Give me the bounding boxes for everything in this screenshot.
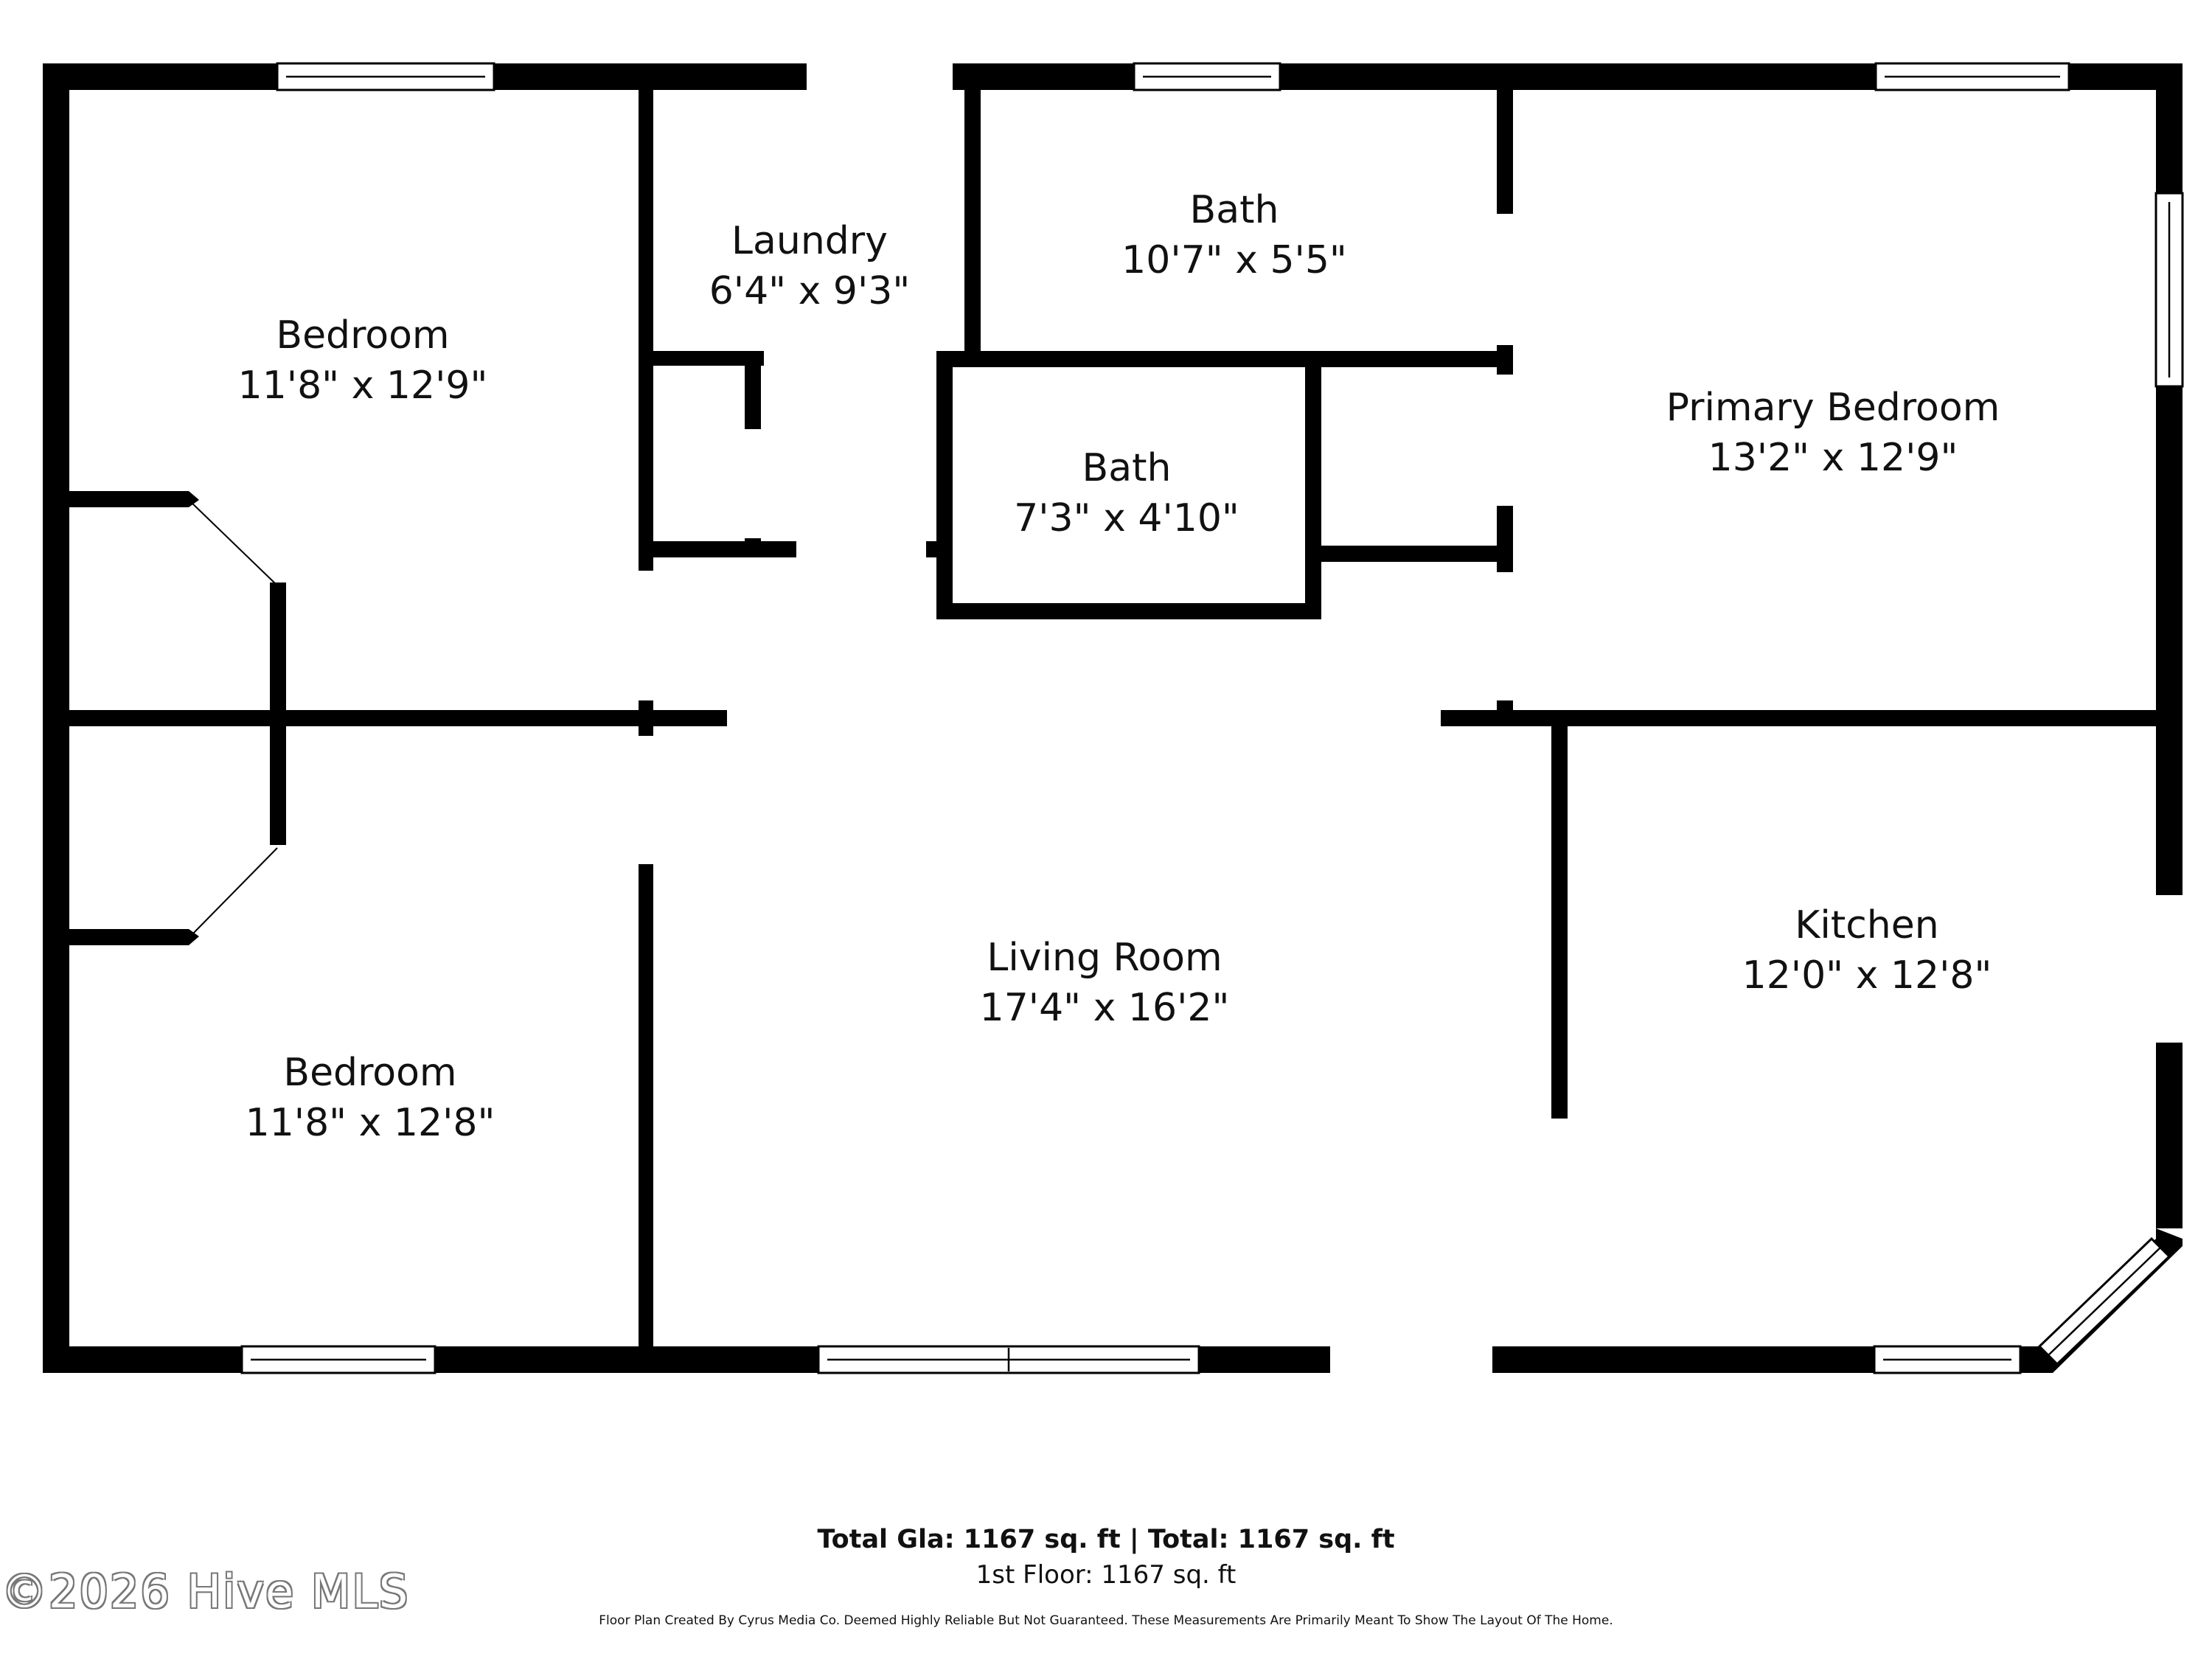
room-kitchen: Kitchen 12'0" x 12'8" (1742, 903, 1992, 998)
room-name: Bedroom (283, 1051, 456, 1095)
kitchen-side-opening (2156, 895, 2183, 1043)
area-totals: Total Gla: 1167 sq. ft | Total: 1167 sq.… (817, 1525, 1395, 1554)
window-bottom-living (817, 1345, 1200, 1374)
room-size: 11'8" x 12'9" (238, 364, 488, 408)
room-size: 6'4" x 9'3" (709, 269, 911, 313)
window-angled-kitchen (2037, 1237, 2171, 1366)
room-name: Bath (1082, 446, 1172, 490)
window-bottom-left (240, 1345, 437, 1374)
room-size: 13'2" x 12'9" (1708, 436, 1958, 480)
disclaimer: Floor Plan Created By Cyrus Media Co. De… (599, 1613, 1613, 1628)
room-bedroom-top: Bedroom 11'8" x 12'9" (238, 313, 488, 408)
room-size: 11'8" x 12'8" (246, 1101, 495, 1145)
closet-doors (189, 491, 286, 945)
room-name: Bath (1190, 188, 1279, 232)
room-name: Primary Bedroom (1666, 386, 2000, 430)
room-size: 12'0" x 12'8" (1742, 953, 1992, 998)
entry-opening-bottom (1330, 1346, 1492, 1373)
room-size: 17'4" x 16'2" (980, 986, 1230, 1030)
floor-area: 1st Floor: 1167 sq. ft (975, 1560, 1237, 1590)
room-bedroom-bottom: Bedroom 11'8" x 12'8" (246, 1051, 495, 1145)
room-laundry: Laundry 6'4" x 9'3" (709, 219, 911, 313)
room-bath-middle: Bath 7'3" x 4'10" (1014, 446, 1239, 540)
room-size: 10'7" x 5'5" (1121, 238, 1347, 282)
room-primary-bedroom: Primary Bedroom 13'2" x 12'9" (1666, 386, 2000, 480)
room-name: Laundry (731, 219, 888, 263)
window-right-primary (2154, 192, 2184, 388)
room-size: 7'3" x 4'10" (1014, 496, 1239, 540)
windows (240, 62, 2184, 1374)
room-bath-top: Bath 10'7" x 5'5" (1121, 188, 1347, 282)
room-living-room: Living Room 17'4" x 16'2" (980, 936, 1230, 1030)
watermark: ©2026 Hive MLS (1, 1565, 410, 1618)
window-bottom-kitchen (1873, 1345, 2022, 1374)
window-top-bath (1133, 62, 1281, 91)
window-top-primary (1874, 62, 2070, 91)
room-name: Living Room (987, 936, 1222, 980)
room-name: Bedroom (276, 313, 449, 358)
interior-walls (69, 90, 2156, 1360)
room-name: Kitchen (1795, 903, 1938, 947)
entry-opening-top (807, 63, 953, 90)
window-top-left (276, 62, 495, 91)
